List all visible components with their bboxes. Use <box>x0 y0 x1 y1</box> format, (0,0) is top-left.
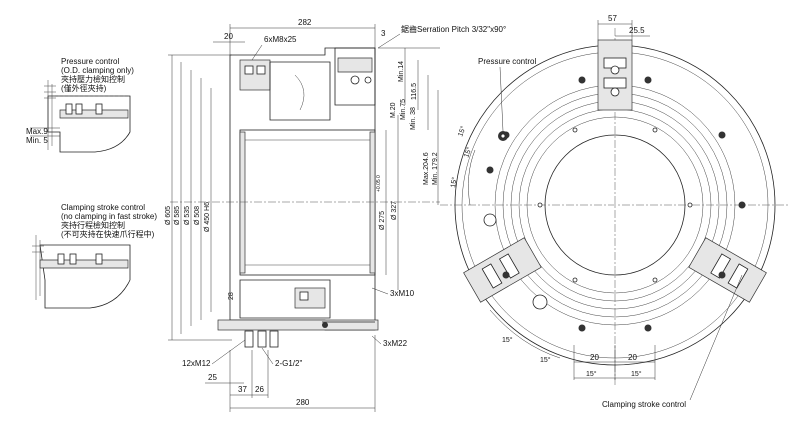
dim-min179-2: Min. 179.2 <box>432 152 439 185</box>
dim-20-b: 20 <box>628 353 637 362</box>
dim-282: 282 <box>298 18 312 27</box>
pressure-note-cn-1: 夾持壓力檢知控制 <box>61 74 125 84</box>
m12-label: 12xM12 <box>182 359 211 368</box>
dim-phi450: Ø 450 H6 <box>204 202 211 232</box>
jaw-lower-right <box>463 237 542 303</box>
dim-25-5: 25.5 <box>629 26 645 35</box>
stroke-note-en-1: Clamping stroke control <box>61 203 145 212</box>
dim-min38: Min. 38 <box>410 107 417 130</box>
front-view: 57 25.5 Pressure control 15° 15° 15° 15°… <box>440 14 790 409</box>
dim-m20: M.20 <box>390 102 397 118</box>
dim-phi508: Ø 508 <box>194 206 201 225</box>
max9-label: Max.9 <box>26 127 48 136</box>
angle-15-e: 15° <box>540 356 551 364</box>
stroke-note-en-2: (no clamping in fast stroke) <box>61 212 157 221</box>
angle-15-a: 15° <box>456 125 467 138</box>
angle-15-d: 15° <box>502 336 513 344</box>
pressure-control-label: Pressure control <box>478 57 536 66</box>
pressure-note-en-2: (O.D. clamping only) <box>61 66 134 75</box>
dim-28: 28 <box>228 292 235 300</box>
dim-phi535: Ø 535 <box>184 206 191 225</box>
angle-15-f: 15° <box>586 370 597 378</box>
dim-phi327: Ø 327 <box>391 201 398 220</box>
dim-20-a: 20 <box>590 353 599 362</box>
dim-3: 3 <box>381 29 386 38</box>
pressure-note-en-1: Pressure control <box>61 57 119 66</box>
pressure-control-detail: Pressure control (O.D. clamping only) 夾持… <box>26 57 134 153</box>
m22-label: 3xM22 <box>383 339 408 348</box>
dim-min14: Min.14 <box>398 61 405 82</box>
stroke-note-cn-2: (不可夾持在快速爪行程中) <box>61 229 155 239</box>
dim-phi275: Ø 275 <box>379 211 386 230</box>
dim-116-5: 116.5 <box>411 83 418 100</box>
m10-label: 3xM10 <box>390 289 415 298</box>
g12-label: 2-G1/2" <box>275 359 302 368</box>
screws-top-label: 6xM8x25 <box>264 35 297 44</box>
dim-phi605: Ø 605 <box>165 206 172 225</box>
tol-275: +0.05 0 <box>376 175 382 192</box>
dim-25: 25 <box>208 373 217 382</box>
stroke-note-cn-1: 夾持行程檢知控制 <box>61 220 125 230</box>
jaw-lower-left <box>688 237 767 303</box>
angle-15-b: 15° <box>462 146 473 159</box>
dim-280: 280 <box>296 398 310 407</box>
angle-15-c: 15° <box>449 176 459 188</box>
bolt-circle <box>483 76 746 332</box>
dim-26: 26 <box>255 385 264 394</box>
serration-label: 鋸齒Serration Pitch 3/32"x90° <box>401 24 506 34</box>
dim-57: 57 <box>608 14 617 23</box>
dim-37: 37 <box>238 385 247 394</box>
jaw-top <box>597 39 633 111</box>
dim-phi585: Ø 585 <box>174 206 181 225</box>
stroke-control-label: Clamping stroke control <box>602 400 686 409</box>
dim-20: 20 <box>224 32 233 41</box>
dim-min75: Min.75 <box>400 99 407 120</box>
section-view: 282 20 6xM8x25 3 鋸齒Serration Pitch 3/32"… <box>165 18 506 412</box>
dim-max204-6: Max.204.6 <box>423 152 430 185</box>
angle-15-g: 15° <box>631 370 642 378</box>
pressure-note-cn-2: (僅外徑夾持) <box>61 83 107 93</box>
stroke-control-detail: Clamping stroke control (no clamping in … <box>32 203 157 309</box>
min5-label: Min. 5 <box>26 136 48 145</box>
